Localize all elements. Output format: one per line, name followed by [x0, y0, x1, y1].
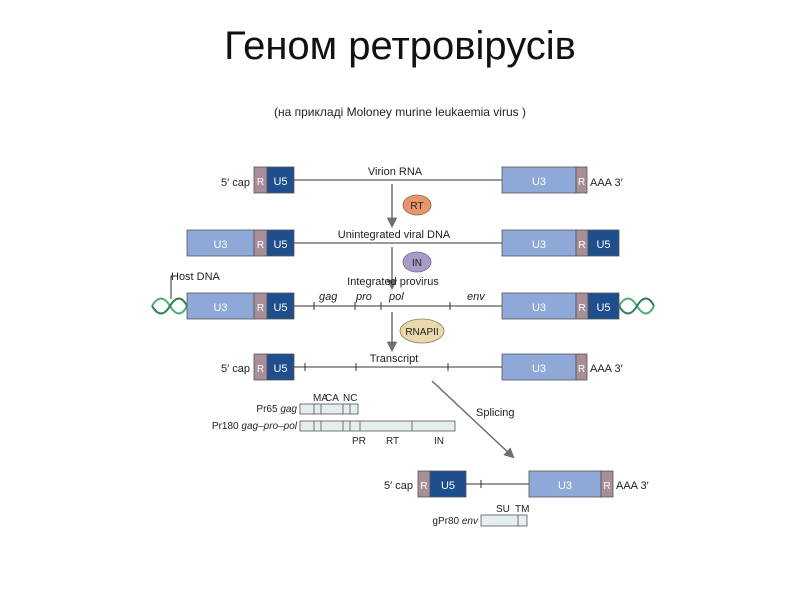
spliced-left-u5-label: U5	[441, 480, 455, 492]
row4-right-u3-label: U3	[532, 363, 546, 375]
rnapii-enzyme-label: RNAPII	[405, 327, 438, 338]
splicing-label: Splicing	[476, 407, 515, 419]
in-enzyme-label: IN	[412, 258, 422, 269]
row1-right-r-label: R	[578, 177, 585, 188]
spliced-right-u3-label: U3	[558, 480, 572, 492]
domain-tm-label: TM	[515, 504, 529, 515]
row2-left-u5-label: U5	[273, 239, 287, 251]
pr180-prefix: Pr180	[212, 421, 241, 432]
gene-pol-label: pol	[388, 291, 404, 303]
row2-right-u3-segment	[501, 229, 577, 257]
rt-enzyme-ellipse	[402, 194, 432, 216]
spliced-right-r-segment	[600, 470, 614, 498]
gene-gag-label: gag	[319, 291, 338, 303]
row4-left-u5-segment	[266, 353, 295, 381]
row4-right-r-label: R	[578, 364, 585, 375]
pr65-label: Pr65 gag	[256, 404, 297, 415]
row3-provirus-label: Integrated provirus	[347, 276, 439, 288]
domain-nc-label: NC	[343, 393, 357, 404]
row2-left-u3-label: U3	[213, 239, 227, 251]
rt-enzyme-label: RT	[410, 201, 423, 212]
pr180-label: Pr180 gag–pro–pol	[212, 421, 298, 432]
row4-left-r-label: R	[257, 364, 264, 375]
pr65-prefix: Pr65	[256, 404, 280, 415]
row1-right-u3-label: U3	[532, 176, 546, 188]
row1-virion-rna-label: Virion RNA	[368, 166, 423, 178]
row1-left-r-label: R	[257, 177, 264, 188]
row-transcript: 5′ cap R U5 Transcript U3 R AAA 3′	[221, 353, 623, 381]
env-protein: SU TM gPr80 env	[432, 504, 529, 527]
domain-pr-label: PR	[352, 436, 366, 447]
domain-ca-label: CA	[325, 393, 339, 404]
spliced-5cap-label: 5′ cap	[384, 480, 413, 492]
row4-left-u5-label: U5	[273, 363, 287, 375]
row2-right-u3-label: U3	[532, 239, 546, 251]
row3-left-u3-segment	[186, 292, 255, 320]
pr180-protein-bar	[299, 420, 456, 432]
row3-right-r-label: R	[578, 303, 585, 314]
row4-aaa3-label: AAA 3′	[590, 363, 623, 375]
gpr80-prefix: gPr80	[432, 516, 461, 527]
spliced-right-r-label: R	[603, 481, 610, 492]
row-spliced-mrna: 5′ cap R U5 U3 R AAA 3′	[384, 470, 649, 498]
row3-left-u5-segment	[266, 292, 295, 320]
row4-right-r-segment	[575, 353, 588, 381]
gpr80-gene: env	[462, 516, 479, 527]
row3-right-u3-label: U3	[532, 302, 546, 314]
spliced-left-u5-segment	[429, 470, 467, 498]
left-host-helix-strand-b	[151, 297, 188, 315]
spliced-left-r-label: R	[420, 481, 427, 492]
row2-left-u5-segment	[266, 229, 295, 257]
row-virion-rna: 5′ cap R U5 Virion RNA U3 R AAA 3′	[221, 166, 623, 194]
domain-rt-label: RT	[386, 436, 399, 447]
row1-aaa3-label: AAA 3′	[590, 177, 623, 189]
gpr80-protein-bar	[480, 514, 528, 527]
host-dna-label: Host DNA	[171, 271, 221, 283]
spliced-aaa3-label: AAA 3′	[616, 480, 649, 492]
row2-unintegrated-label: Unintegrated viral DNA	[338, 229, 451, 241]
row1-5cap-label: 5′ cap	[221, 177, 250, 189]
row3-right-u5-segment	[587, 292, 620, 320]
row-integrated-provirus: Host DNA U3 R U5 Integrated provirus gag…	[151, 271, 655, 320]
domain-ma-label: MA	[313, 393, 328, 404]
row4-transcript-label: Transcript	[370, 353, 419, 365]
pr65-protein-bar	[299, 403, 359, 415]
row3-left-u5-label: U5	[273, 302, 287, 314]
row3-right-u5-label: U5	[596, 302, 610, 314]
row4-5cap-label: 5′ cap	[221, 363, 250, 375]
domain-in-label: IN	[434, 436, 444, 447]
gene-env-label: env	[467, 291, 486, 303]
row3-left-r-label: R	[257, 303, 264, 314]
row2-left-u3-segment	[186, 229, 255, 257]
row2-right-u5-segment	[587, 229, 620, 257]
gpr80-label: gPr80 env	[432, 516, 479, 527]
domain-su-label: SU	[496, 504, 510, 515]
page-title: Геном ретровірусів	[224, 24, 576, 68]
row3-left-u3-label: U3	[213, 302, 227, 314]
pr65-gene: gag	[280, 404, 297, 415]
page-subtitle: (на прикладі Moloney murine leukaemia vi…	[274, 105, 526, 119]
gag-proteins: MA CA NC Pr65 gag Pr180 gag–pro–pol PR R…	[212, 393, 456, 447]
row4-right-u3-segment	[501, 353, 577, 381]
row3-right-u3-segment	[501, 292, 577, 320]
row1-right-r-segment	[575, 166, 588, 194]
in-enzyme-ellipse	[402, 251, 432, 273]
row2-right-r-label: R	[578, 240, 585, 251]
row2-right-u5-label: U5	[596, 239, 610, 251]
row-unintegrated-dna: U3 R U5 Unintegrated viral DNA U3 R U5	[186, 229, 620, 257]
gene-pro-label: pro	[355, 291, 372, 303]
rnapii-enzyme-ellipse	[399, 318, 445, 344]
host-dna-pointer	[170, 275, 176, 299]
right-host-helix-strand-b	[618, 297, 655, 315]
row1-left-u5-label: U5	[273, 176, 287, 188]
arrow-splicing	[431, 380, 515, 459]
row2-left-r-label: R	[257, 240, 264, 251]
pr180-gene: gag–pro–pol	[241, 421, 297, 432]
